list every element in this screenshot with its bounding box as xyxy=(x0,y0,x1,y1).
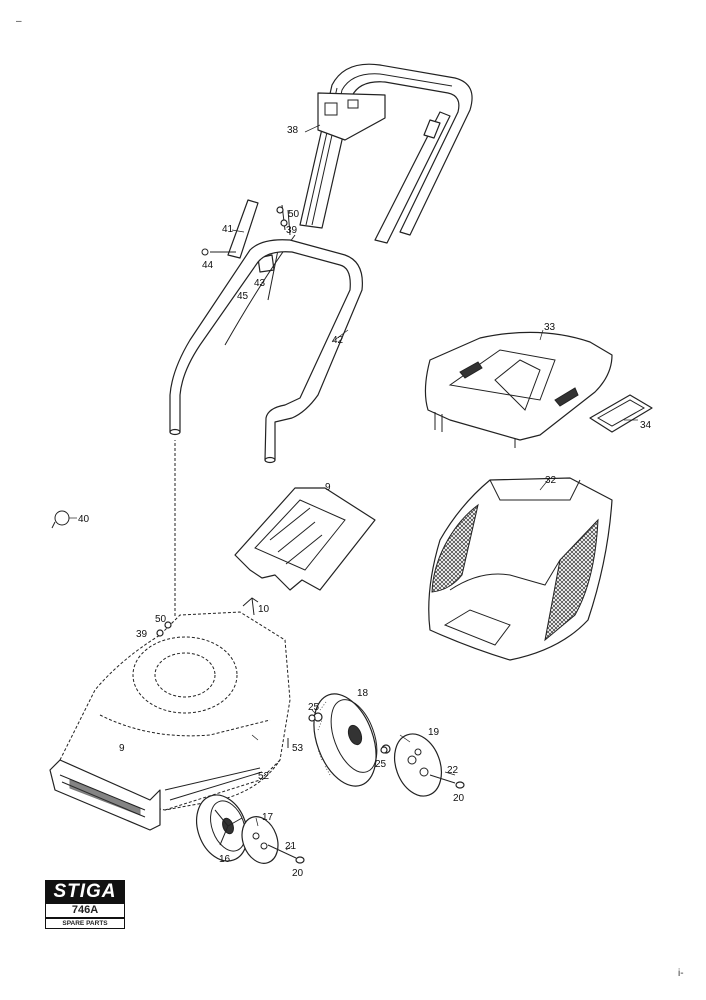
model-number: 746A xyxy=(45,904,125,918)
label-25-lower: 25 xyxy=(375,759,387,770)
lower-handle-42 xyxy=(169,239,363,464)
margin-mark-bottom-right: i- xyxy=(678,968,684,979)
label-50: 50 xyxy=(288,209,300,220)
label-16: 16 xyxy=(219,854,231,865)
part-labels: 38 50 39 41 44 43 45 42 33 34 9 32 40 10… xyxy=(78,125,652,879)
label-39-deck: 39 xyxy=(136,629,148,640)
label-19: 19 xyxy=(428,727,440,738)
mower-deck xyxy=(49,440,291,831)
label-22: 22 xyxy=(447,765,459,776)
label-41: 41 xyxy=(222,224,234,235)
front-hubcap-17 xyxy=(241,816,305,864)
label-52: 52 xyxy=(258,771,270,782)
stiga-logo-block: STIGA 746A SPARE PARTS xyxy=(45,880,125,930)
rear-wheel-18 xyxy=(313,693,391,787)
motor-cover-9 xyxy=(234,487,376,591)
label-53: 53 xyxy=(292,743,304,754)
gasket-34 xyxy=(589,394,653,433)
label-45: 45 xyxy=(237,291,249,302)
spring-clip-40 xyxy=(51,510,70,529)
label-44: 44 xyxy=(202,260,214,271)
label-20-front: 20 xyxy=(292,868,304,879)
collector-lid-33 xyxy=(424,331,613,448)
rear-hubcap-19 xyxy=(394,733,465,797)
label-50-deck: 50 xyxy=(155,614,167,625)
label-39: 39 xyxy=(286,225,298,236)
label-33: 33 xyxy=(544,322,556,333)
spare-parts-caption: SPARE PARTS xyxy=(45,918,125,929)
label-9-cover: 9 xyxy=(325,482,331,493)
label-9-deck: 9 xyxy=(119,743,125,754)
front-wheel-16 xyxy=(196,794,248,862)
brand-logo: STIGA xyxy=(45,880,125,904)
label-18: 18 xyxy=(357,688,369,699)
fasteners xyxy=(156,206,388,754)
label-43: 43 xyxy=(254,278,266,289)
label-25-upper: 25 xyxy=(308,702,320,713)
label-17: 17 xyxy=(262,812,274,823)
label-42: 42 xyxy=(332,335,344,346)
label-38: 38 xyxy=(287,125,299,136)
label-21: 21 xyxy=(285,841,297,852)
label-40: 40 xyxy=(78,514,90,525)
label-10: 10 xyxy=(258,604,270,615)
label-34: 34 xyxy=(640,420,652,431)
grass-collector-32 xyxy=(428,477,613,661)
label-20-rear: 20 xyxy=(453,793,465,804)
label-32: 32 xyxy=(545,475,557,486)
margin-mark-top-left: – xyxy=(16,16,22,27)
leader-lines xyxy=(69,124,638,851)
bracket-10 xyxy=(242,597,259,616)
upper-handle-38 xyxy=(299,63,473,244)
